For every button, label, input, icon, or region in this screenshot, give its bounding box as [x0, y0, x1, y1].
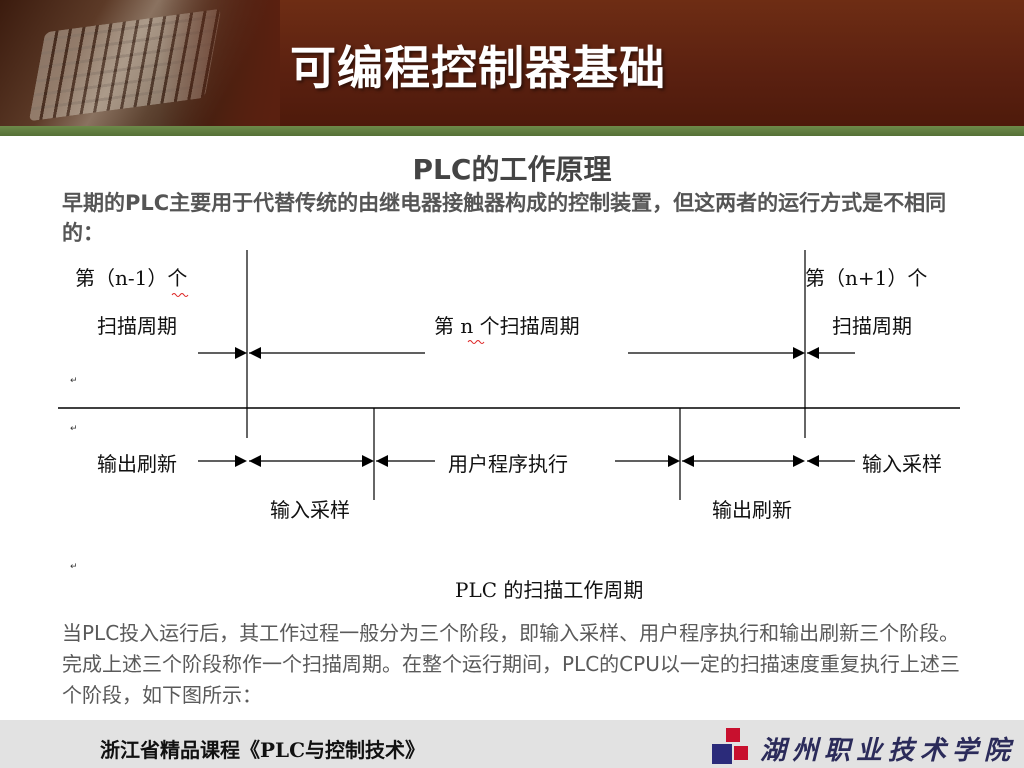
footer-school-name: 湖州职业技术学院: [760, 736, 1017, 766]
scan-cycle-diagram: 第（n-1）个 扫描周期 第 n 个扫描周期 第（n+1）个 扫描周期 输出刷新…: [40, 250, 980, 610]
label-next-cycle-1: 第（n+1）个: [805, 266, 928, 290]
header-banner: 可编程控制器基础: [0, 0, 1024, 126]
label-prev-cycle-2: 扫描周期: [97, 314, 177, 338]
label-prev-cycle-1: 第（n-1）个: [75, 266, 188, 290]
label-current-cycle: 第 n 个扫描周期: [434, 314, 580, 338]
section-title: PLC的工作原理: [412, 153, 612, 186]
scan-cycle-lines: [58, 250, 960, 500]
footer-bar: [0, 720, 1024, 768]
footer-course-title: 浙江省精品课程《PLC与控制技术》: [100, 738, 426, 762]
header-divider: [0, 126, 1024, 136]
label-output-refresh-left: 输出刷新: [97, 452, 177, 476]
school-logo-icon: [712, 728, 748, 764]
slide-title: 可编程控制器基础: [290, 41, 666, 95]
label-next-cycle-2: 扫描周期: [832, 314, 912, 338]
label-user-program: 用户程序执行: [448, 452, 568, 476]
keyboard-photo: [0, 0, 280, 126]
diagram-caption: PLC 的扫描工作周期: [455, 578, 644, 602]
intro-paragraph: 早期的PLC主要用于代替传统的由继电器接触器构成的控制装置，但这两者的运行方式是…: [62, 191, 947, 245]
summary-paragraph: 当PLC投入运行后，其工作过程一般分为三个阶段，即输入采样、用户程序执行和输出刷…: [62, 621, 960, 707]
label-output-refresh-bottom: 输出刷新: [712, 498, 792, 522]
label-input-sampling-bottom: 输入采样: [270, 498, 350, 522]
label-input-sampling-right: 输入采样: [862, 452, 942, 476]
